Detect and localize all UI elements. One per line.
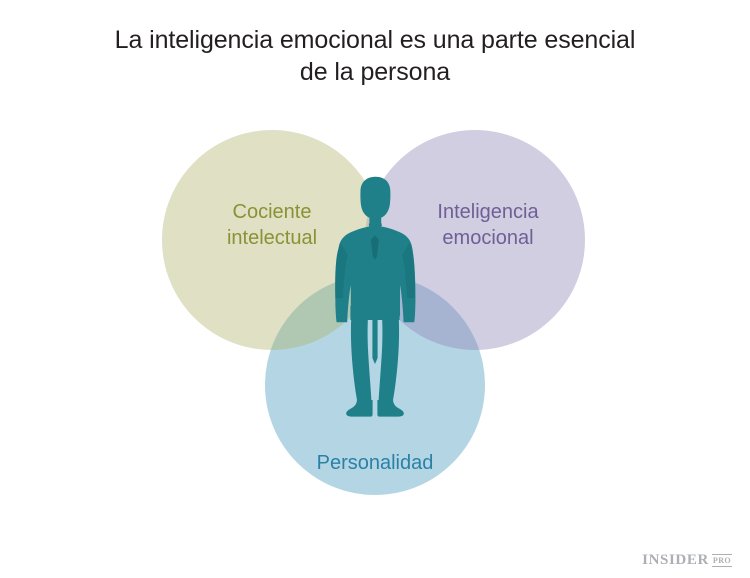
venn-overlap-iq-personalidad [265,275,382,350]
watermark-wordmark: INSIDER [642,552,709,568]
venn-overlap-ei-personalidad [365,275,485,350]
page-title: La inteligencia emocional es una parte e… [0,24,750,88]
watermark-logo: INSIDER PRO [642,553,732,568]
page-title-line-2: de la persona [299,58,451,86]
page-title-line-1: La inteligencia emocional es una parte e… [114,26,636,54]
watermark-pro-badge: PRO [711,554,732,567]
watermark-rule-top [711,554,732,555]
watermark-pro-label: PRO [711,556,732,567]
businessman-silhouette-icon [335,176,416,417]
